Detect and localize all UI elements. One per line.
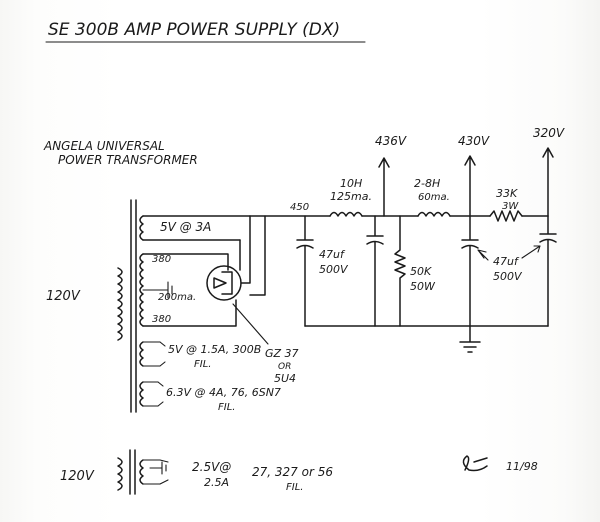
primary-voltage: 120V	[46, 289, 81, 304]
tap-436v-arrow	[378, 157, 390, 217]
capacitor-1	[296, 215, 314, 327]
rectifier-type-or: OR	[278, 362, 291, 372]
choke-2-8h	[417, 211, 451, 217]
primary-winding	[117, 267, 123, 341]
filament-fil-label: FIL.	[286, 482, 303, 493]
rectifier-type-2: 5U4	[274, 372, 296, 385]
choke1-inductance: 10H	[340, 177, 362, 190]
winding-300b-label: 5V @ 1.5A, 300B	[168, 343, 261, 356]
cap2-value: 47uf	[493, 255, 520, 268]
transformer-name-2: POWER TRANSFORMER	[58, 153, 198, 167]
secondary-winding-5v	[139, 215, 144, 241]
node-450-label: 450	[290, 202, 309, 213]
winding-5v-label: 5V @ 3A	[160, 220, 211, 234]
resistor-50k	[394, 215, 406, 327]
resistor-33k	[489, 210, 523, 222]
winding-380a-label: 380	[152, 254, 171, 265]
filter-network	[264, 147, 557, 353]
center-tap-ground	[142, 281, 173, 299]
tap1-voltage: 436V	[375, 134, 407, 148]
res1-power: 50W	[410, 280, 436, 293]
secondary-winding-hv	[139, 253, 144, 327]
choke2-inductance: 2-8H	[414, 177, 440, 190]
signature-date: 11/98	[506, 460, 538, 473]
choke2-current: 60ma.	[418, 192, 450, 203]
winding-current-label: 200ma.	[158, 292, 196, 303]
signature-scribble	[462, 455, 488, 472]
res2-value: 33K	[496, 187, 518, 200]
filament-secondary-current: 2.5A	[204, 476, 229, 489]
secondary-winding-6v3	[139, 381, 144, 407]
rectifier-leader	[232, 303, 269, 345]
signature	[462, 455, 488, 472]
capacitor-2	[366, 215, 384, 327]
tap-320v-arrow	[542, 147, 554, 217]
rectifier-tube	[206, 215, 266, 301]
filament-tubes: 27, 327 or 56	[252, 465, 333, 479]
choke1-current: 125ma.	[330, 190, 372, 203]
ground-symbol	[459, 325, 481, 353]
res2-power: 3W	[502, 201, 519, 212]
filament-secondary-voltage: 2.5V@	[192, 460, 231, 474]
rectifier-type-1: GZ 37	[265, 347, 299, 360]
filament-primary-winding	[117, 457, 123, 491]
tap2-voltage: 430V	[458, 134, 490, 148]
filament-transformer	[117, 449, 169, 495]
transformer-name: ANGELA UNIVERSAL	[43, 139, 165, 153]
schematic-title: SE 300B AMP POWER SUPPLY (DX)	[48, 20, 340, 40]
winding-6v3-fil: FIL.	[218, 402, 235, 413]
filament-secondary-winding	[139, 459, 144, 485]
capacitor-3	[461, 215, 479, 327]
winding-6v3-label: 6.3V @ 4A, 76, 6SN7	[166, 386, 281, 399]
capacitor-4	[539, 215, 557, 327]
filament-primary-voltage: 120V	[60, 469, 95, 484]
res1-value: 50K	[410, 265, 432, 278]
secondary-winding-300b	[139, 341, 144, 367]
power-transformer	[117, 199, 251, 413]
cap1-value: 47uf	[319, 248, 346, 261]
cap2-voltage: 500V	[493, 270, 523, 283]
tap3-voltage: 320V	[533, 126, 565, 140]
choke-10h	[329, 211, 363, 217]
tap-430v-arrow	[464, 155, 476, 217]
cap1-voltage: 500V	[319, 263, 349, 276]
winding-300b-fil: FIL.	[194, 359, 211, 370]
winding-380b-label: 380	[152, 314, 171, 325]
